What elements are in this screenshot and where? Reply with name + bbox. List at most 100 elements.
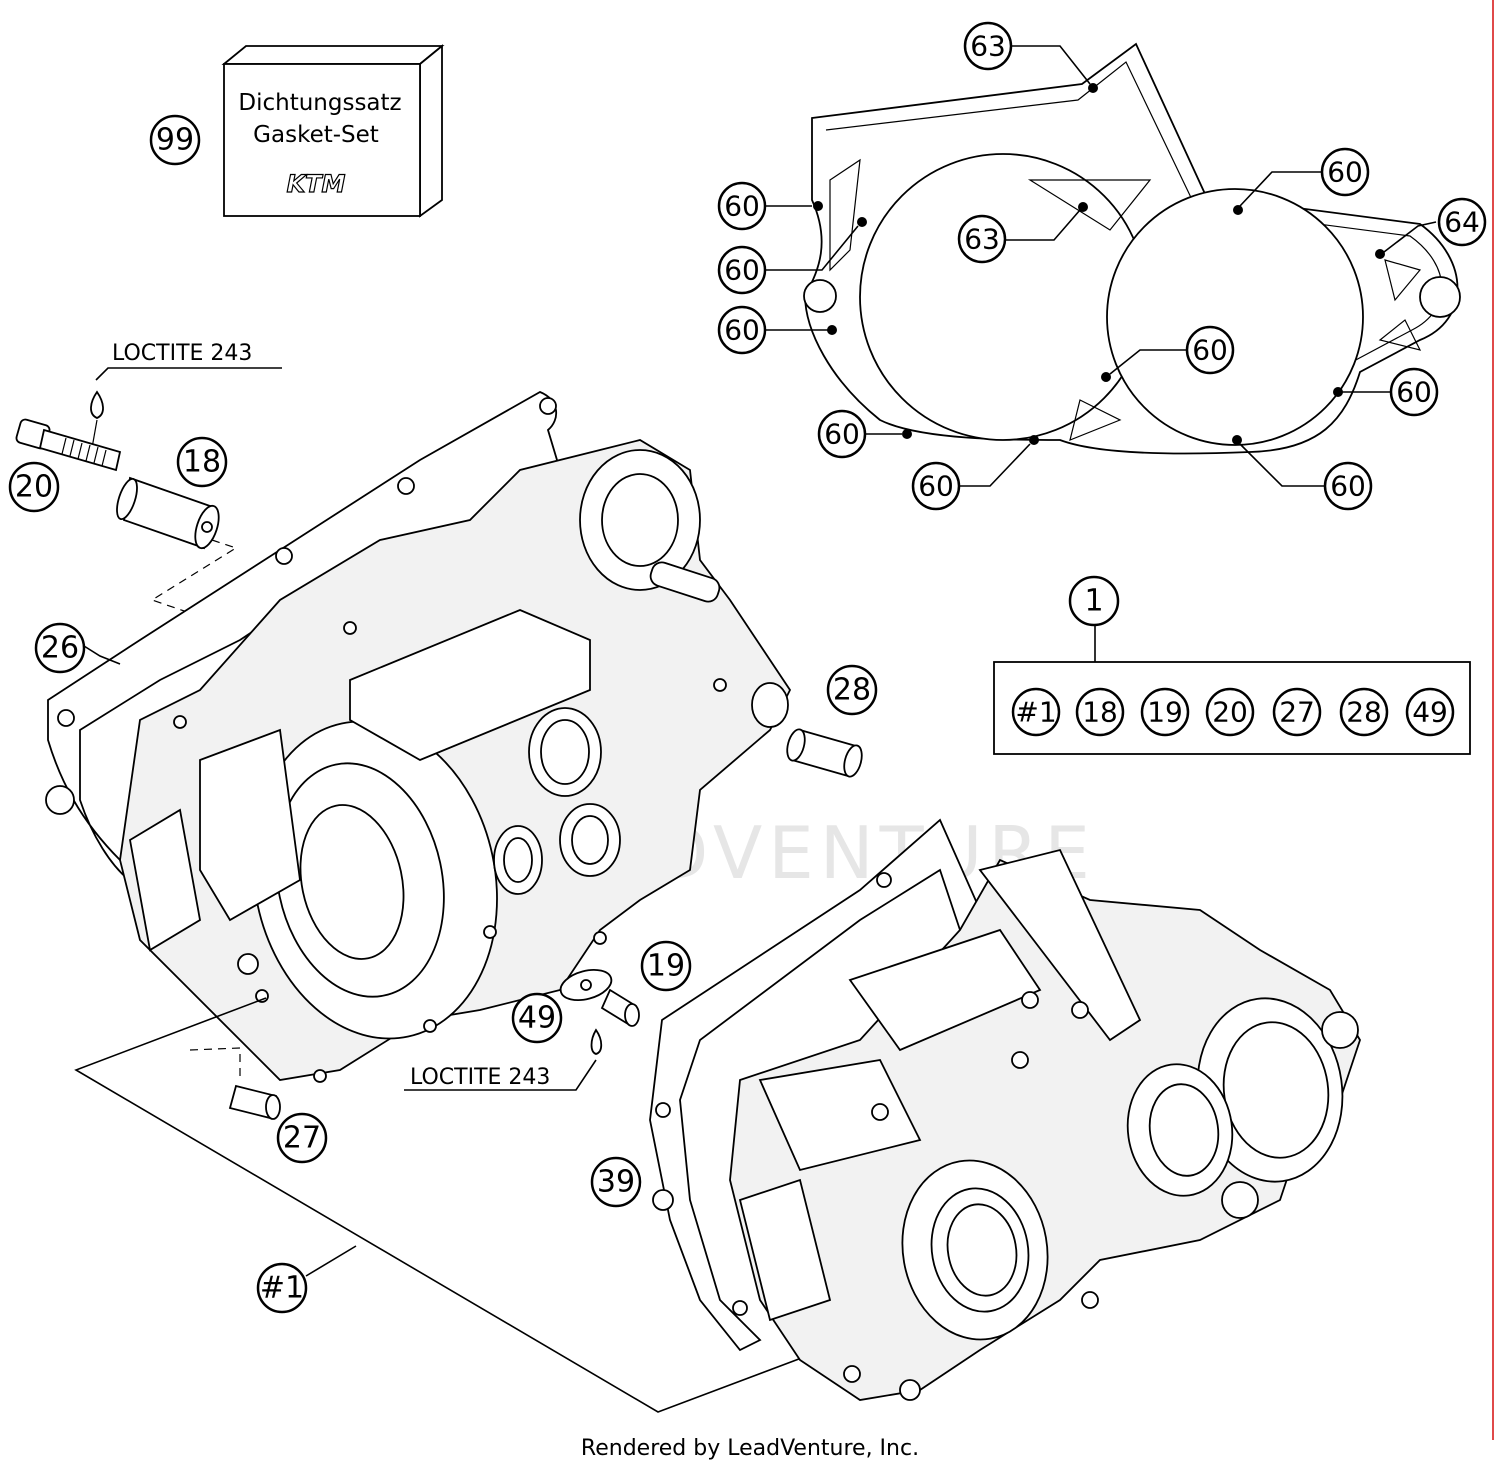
callout-64[interactable]: 64 — [1437, 197, 1487, 247]
callout-19[interactable]: 19 — [640, 940, 692, 992]
callout-circle — [176, 436, 228, 488]
dowel-28 — [786, 728, 863, 778]
callout-circle — [149, 114, 201, 166]
callout-circle — [1320, 147, 1370, 197]
assembly-item-0[interactable]: #1 — [1011, 687, 1061, 737]
callout-circle — [911, 461, 961, 511]
callout-60-d[interactable]: 60 — [1320, 147, 1370, 197]
callout-number: 60 — [918, 470, 954, 503]
footer-credit: Rendered by LeadVenture, Inc. — [580, 1436, 920, 1461]
callout-circle — [963, 21, 1013, 71]
callout-number: 60 — [1192, 334, 1228, 367]
callout-number: 99 — [156, 123, 194, 158]
callout-number: 60 — [724, 314, 760, 347]
callout-60-b[interactable]: 60 — [717, 245, 767, 295]
assembly-item-2[interactable]: 19 — [1140, 687, 1190, 737]
callout-number: 60 — [724, 190, 760, 223]
assembly-item-1[interactable]: 18 — [1075, 687, 1125, 737]
callout-number: 49 — [518, 1001, 556, 1036]
callout-number: 1 — [1084, 584, 1103, 619]
dowel-27 — [189, 1047, 281, 1120]
callout-number: 60 — [724, 254, 760, 287]
bolt-20 — [15, 418, 122, 472]
callout-1[interactable]: 1 — [1068, 575, 1120, 627]
left-crankcase-gasket — [45, 391, 562, 890]
callout-circle — [957, 214, 1007, 264]
callout-60-h[interactable]: 60 — [911, 461, 961, 511]
callout-circle — [1389, 367, 1439, 417]
callout-60-i[interactable]: 60 — [1323, 461, 1373, 511]
callout-60-a[interactable]: 60 — [717, 181, 767, 231]
callout-number: 49 — [1412, 696, 1448, 729]
callout-number: #1 — [260, 1271, 304, 1306]
callout-27[interactable]: 27 — [276, 1112, 328, 1164]
callout-number: 64 — [1444, 206, 1480, 239]
callout-number: 26 — [41, 631, 79, 666]
callout-20[interactable]: 20 — [8, 461, 60, 513]
callout-number: 19 — [647, 949, 685, 984]
callout-number: 18 — [183, 445, 221, 480]
washer-49 — [559, 968, 613, 1002]
callout-circle — [817, 409, 867, 459]
callout-circle — [8, 461, 60, 513]
right-crankcase-half — [729, 848, 1361, 1401]
gasket-kit-line1: Dichtungssatz — [238, 90, 401, 116]
callout-26[interactable]: 26 — [34, 622, 86, 674]
callout-number: 27 — [283, 1121, 321, 1156]
callout-number: 60 — [1327, 156, 1363, 189]
left-crankcase-half — [119, 439, 792, 1083]
callout-60-g[interactable]: 60 — [817, 409, 867, 459]
callout-circle — [590, 1156, 642, 1208]
callout-18[interactable]: 18 — [176, 436, 228, 488]
callout-number: 63 — [970, 30, 1006, 63]
callout-number: #1 — [1015, 696, 1056, 729]
left-half-bracket — [74, 997, 829, 1413]
callout-number: 63 — [964, 223, 1000, 256]
assembly-item-3[interactable]: 20 — [1205, 687, 1255, 737]
callout-number: 18 — [1082, 696, 1118, 729]
callout-number: 60 — [1396, 376, 1432, 409]
callout-circle — [717, 181, 767, 231]
callout-number: 60 — [824, 418, 860, 451]
callout-number: 27 — [1279, 696, 1315, 729]
callout-63-mid[interactable]: 63 — [957, 214, 1007, 264]
callout-39[interactable]: 39 — [590, 1156, 642, 1208]
callout-49[interactable]: 49 — [511, 992, 563, 1044]
assembly-item-5[interactable]: 28 — [1339, 687, 1389, 737]
callout-28[interactable]: 28 — [826, 664, 878, 716]
callout-circle — [717, 245, 767, 295]
callout-circle — [1405, 687, 1455, 737]
callout-circle — [717, 305, 767, 355]
callout-number: 28 — [1346, 696, 1382, 729]
callout-circle — [276, 1112, 328, 1164]
page-edge-line — [1492, 0, 1494, 1440]
callout-circle — [256, 1262, 308, 1314]
callout-circle — [1272, 687, 1322, 737]
callout-circle — [511, 992, 563, 1044]
callout-circle — [1323, 461, 1373, 511]
callout-circle — [640, 940, 692, 992]
ktm-logo-text: KTM — [287, 170, 346, 198]
callout-60-f[interactable]: 60 — [1389, 367, 1439, 417]
gasket-kit-box: Dichtungssatz Gasket-Set KTM — [221, 44, 445, 218]
callout-circle — [1339, 687, 1389, 737]
callout-circle — [1075, 687, 1125, 737]
loctite-note-bottom: LOCTITE 243 — [404, 1028, 603, 1091]
ktm-logo: KTM — [286, 169, 346, 198]
callout-number: 20 — [15, 470, 53, 505]
callout-1-sub[interactable]: #1 — [256, 1262, 308, 1314]
assembly-item-6[interactable]: 49 — [1405, 687, 1455, 737]
svg-text:LOCTITE 243: LOCTITE 243 — [410, 1065, 550, 1090]
callout-circle — [1185, 325, 1235, 375]
callout-99[interactable]: 99 — [149, 114, 201, 166]
callout-63-top[interactable]: 63 — [963, 21, 1013, 71]
callout-60-c[interactable]: 60 — [717, 305, 767, 355]
callout-60-e[interactable]: 60 — [1185, 325, 1235, 375]
screw-19 — [600, 988, 640, 1027]
callout-circle — [1205, 687, 1255, 737]
assembly-item-4[interactable]: 27 — [1272, 687, 1322, 737]
cover-gasket — [766, 42, 1461, 487]
callout-circle — [1068, 575, 1120, 627]
callout-number: 60 — [1330, 470, 1366, 503]
